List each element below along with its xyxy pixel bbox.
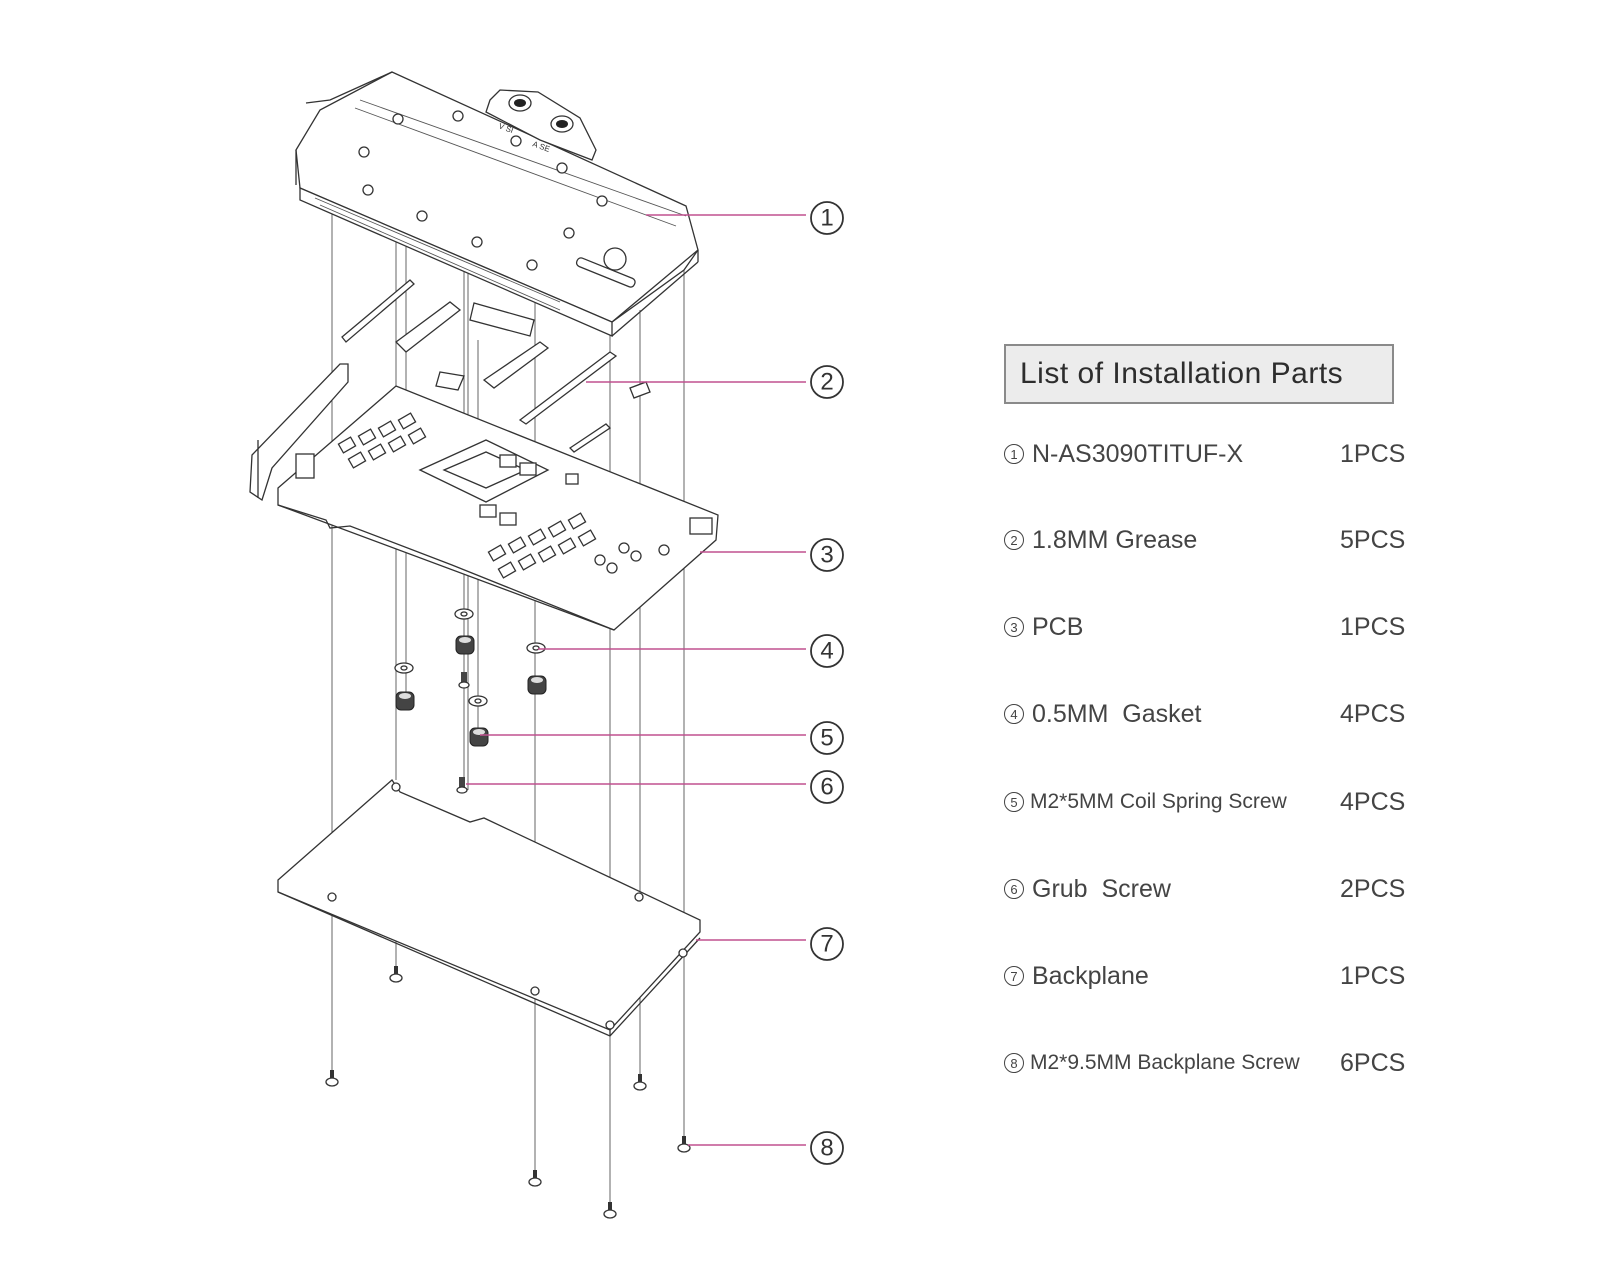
svg-text:5: 5 <box>820 725 833 752</box>
svg-text:2: 2 <box>820 369 833 396</box>
callout-1: 1 <box>810 201 844 235</box>
leader-lines <box>466 214 806 1146</box>
item-qty: 6PCS <box>1340 1048 1406 1077</box>
item-number-badge: 8 <box>1004 1053 1024 1073</box>
callout-6: 6 <box>810 770 844 804</box>
thermal-pads <box>341 279 651 453</box>
item-qty: 1PCS <box>1340 612 1406 641</box>
item-name: M2*9.5MM Backplane Screw <box>1030 1051 1300 1074</box>
parts-list-header: List of Installation Parts <box>1004 344 1394 404</box>
grub-screws <box>456 672 470 794</box>
callout-3: 3 <box>810 538 844 572</box>
backplane <box>277 779 701 1037</box>
parts-list-item: 4 0.5MM Gasket 4PCS <box>1004 694 1424 734</box>
item-name: Backplane <box>1032 961 1149 990</box>
parts-list-item: 5 M2*5MM Coil Spring Screw 4PCS <box>1004 782 1424 822</box>
svg-text:4: 4 <box>820 638 833 665</box>
item-number-badge: 1 <box>1004 444 1024 464</box>
item-number-badge: 2 <box>1004 530 1024 550</box>
svg-text:6: 6 <box>820 774 833 801</box>
parts-list-item: 6 Grub Screw 2PCS <box>1004 869 1424 909</box>
callout-2: 2 <box>810 365 844 399</box>
callout-4: 4 <box>810 634 844 668</box>
pcb-components <box>295 412 713 579</box>
item-qty: 2PCS <box>1340 874 1406 903</box>
pcb <box>249 363 719 631</box>
assembly-guide-lines <box>331 195 685 1210</box>
svg-text:7: 7 <box>820 931 833 958</box>
callout-7: 7 <box>810 927 844 961</box>
item-name: 0.5MM Gasket <box>1032 699 1202 728</box>
item-qty: 4PCS <box>1340 699 1406 728</box>
water-block: V SI A SE <box>295 71 699 337</box>
item-name: Grub Screw <box>1032 874 1171 903</box>
item-qty: 1PCS <box>1340 439 1406 468</box>
coil-spring-screws <box>395 635 547 747</box>
svg-text:3: 3 <box>820 542 833 569</box>
backplane-screws <box>325 966 691 1219</box>
svg-text:1: 1 <box>820 205 833 232</box>
item-qty: 4PCS <box>1340 787 1406 816</box>
item-qty: 1PCS <box>1340 961 1406 990</box>
item-number-badge: 3 <box>1004 617 1024 637</box>
callout-8: 8 <box>810 1131 844 1165</box>
svg-text:8: 8 <box>820 1135 833 1162</box>
item-number-badge: 6 <box>1004 879 1024 899</box>
parts-list-title: List of Installation Parts <box>1020 357 1344 390</box>
item-name: 1.8MM Grease <box>1032 525 1198 554</box>
item-name: N-AS3090TITUF-X <box>1032 439 1244 468</box>
item-number-badge: 5 <box>1004 792 1024 812</box>
gaskets <box>394 608 546 707</box>
parts-list-item: 7 Backplane 1PCS <box>1004 956 1424 996</box>
item-qty: 5PCS <box>1340 525 1406 554</box>
parts-list-item: 3 PCB 1PCS <box>1004 607 1424 647</box>
parts-list-item: 1 N-AS3090TITUF-X 1PCS <box>1004 434 1424 474</box>
item-name: M2*5MM Coil Spring Screw <box>1030 790 1287 813</box>
item-number-badge: 7 <box>1004 966 1024 986</box>
parts-list-item: 8 M2*9.5MM Backplane Screw 6PCS <box>1004 1043 1424 1083</box>
parts-list-item: 2 1.8MM Grease 5PCS <box>1004 520 1424 560</box>
item-number-badge: 4 <box>1004 704 1024 724</box>
item-name: PCB <box>1032 612 1084 641</box>
callout-5: 5 <box>810 721 844 755</box>
